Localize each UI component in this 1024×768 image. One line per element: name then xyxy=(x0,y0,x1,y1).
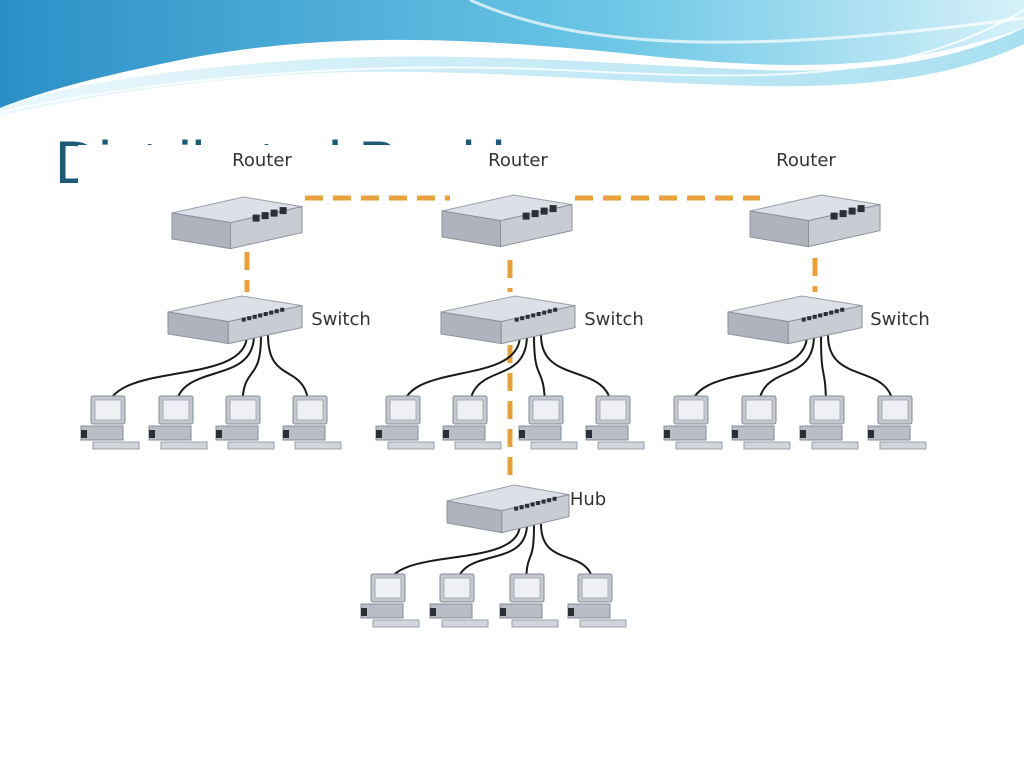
pc-group2-1-icon xyxy=(375,395,435,450)
pc-group3-2-icon xyxy=(731,395,791,450)
pc-group4-2-icon xyxy=(429,573,489,628)
router-3-label: Router xyxy=(776,150,836,171)
pc-group4-1-icon xyxy=(360,573,420,628)
switch-1-label: Switch xyxy=(311,309,371,330)
pc-group1-4-icon xyxy=(282,395,342,450)
pc-group4-4-icon xyxy=(567,573,627,628)
pc-group3-4-icon xyxy=(867,395,927,450)
pc-group2-4-icon xyxy=(585,395,645,450)
pc-group4-3-icon xyxy=(499,573,559,628)
router-3-icon xyxy=(749,194,881,248)
switch-2-icon xyxy=(440,295,576,345)
devices xyxy=(80,194,927,628)
pc-group1-2-icon xyxy=(148,395,208,450)
router-2-label: Router xyxy=(488,150,548,171)
switch-3-icon xyxy=(727,295,863,345)
hub-icon xyxy=(446,484,570,534)
backbone-links xyxy=(244,195,818,485)
router-1-label: Router xyxy=(232,150,292,171)
pc-group2-3-icon xyxy=(518,395,578,450)
pc-group1-1-icon xyxy=(80,395,140,450)
switch-1-icon xyxy=(167,295,303,345)
switch-3-label: Switch xyxy=(870,309,930,330)
router-1-icon xyxy=(171,196,303,250)
pc-group2-2-icon xyxy=(442,395,502,450)
switch-2-label: Switch xyxy=(584,309,644,330)
hub-label: Hub xyxy=(570,489,606,510)
router-2-icon xyxy=(441,194,573,248)
pc-group3-3-icon xyxy=(799,395,859,450)
pc-group1-3-icon xyxy=(215,395,275,450)
pc-group3-1-icon xyxy=(663,395,723,450)
